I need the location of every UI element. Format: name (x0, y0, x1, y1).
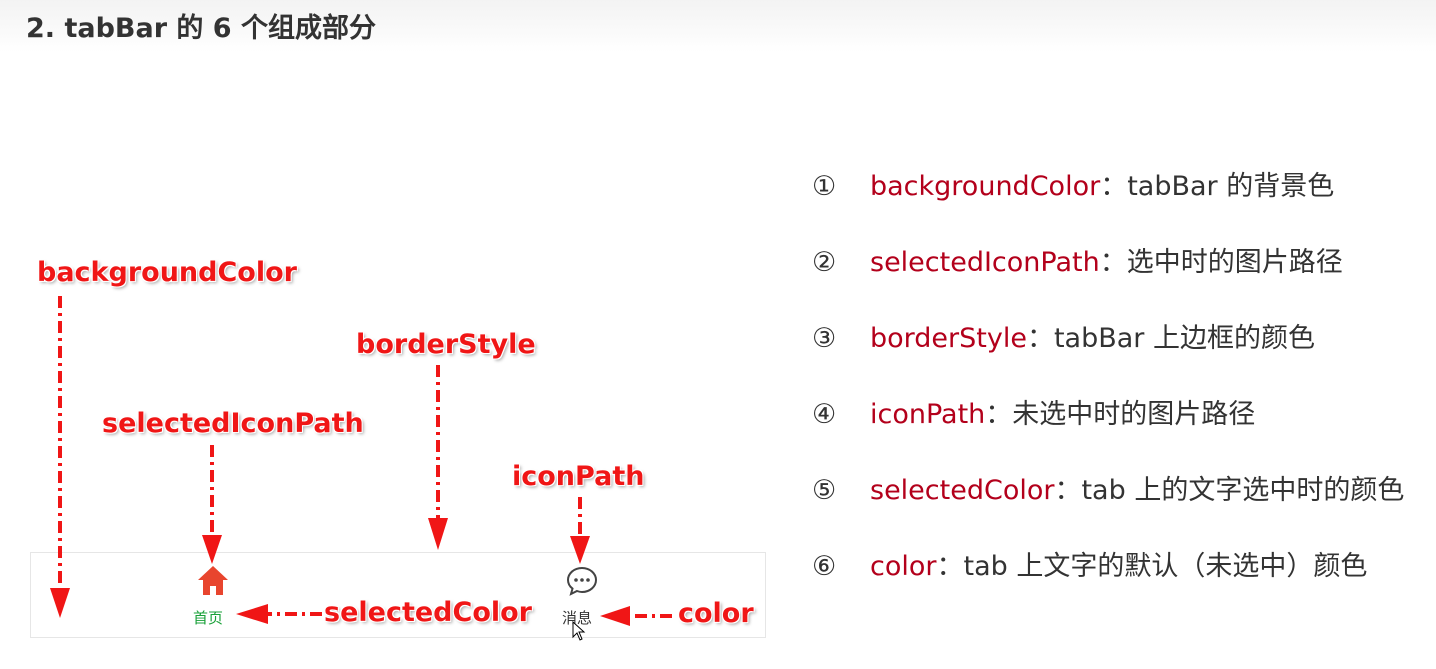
item-description: 未选中时的图片路径 (1012, 399, 1256, 430)
item-number: ① (812, 171, 837, 202)
item-description: tabBar 的背景色 (1127, 171, 1335, 202)
tabbar-preview (30, 552, 766, 638)
label-selected-color: selectedColor (324, 597, 532, 628)
item-property: selectedIconPath (870, 247, 1100, 278)
tab-home-label[interactable]: 首页 (193, 609, 224, 627)
item-separator: ： (1054, 475, 1082, 506)
item-description: tabBar 上边框的颜色 (1053, 323, 1315, 354)
item-property: selectedColor (870, 475, 1055, 506)
label-background-color: backgroundColor (37, 257, 297, 288)
item-separator: ： (1100, 171, 1128, 202)
chat-bubble-icon (566, 566, 598, 596)
item-number: ④ (812, 399, 837, 430)
item-property: iconPath (870, 399, 986, 430)
item-number: ⑥ (812, 551, 837, 582)
list-item: ④ iconPath：未选中时的图片路径 (812, 392, 1255, 431)
item-separator: ： (985, 399, 1013, 430)
page-title: 2. tabBar 的 6 个组成部分 (26, 13, 376, 44)
label-icon-path: iconPath (512, 461, 645, 492)
item-number: ② (812, 247, 837, 278)
list-item: ⑤ selectedColor：tab 上的文字选中时的颜色 (812, 468, 1404, 507)
list-item: ③ borderStyle：tabBar 上边框的颜色 (812, 316, 1315, 355)
item-number: ⑤ (812, 475, 837, 506)
list-item: ② selectedIconPath：选中时的图片路径 (812, 240, 1343, 279)
item-separator: ： (1099, 247, 1127, 278)
item-separator: ： (1026, 323, 1054, 354)
item-separator: ： (936, 551, 964, 582)
header-bar: 2. tabBar 的 6 个组成部分 (0, 0, 1436, 52)
mouse-cursor-icon (572, 621, 586, 641)
item-property: color (870, 551, 937, 582)
home-icon (198, 566, 228, 595)
item-description: tab 上文字的默认（未选中）颜色 (963, 551, 1368, 582)
item-description: 选中时的图片路径 (1126, 247, 1343, 278)
label-color: color (678, 598, 754, 629)
item-description: tab 上的文字选中时的颜色 (1081, 475, 1405, 506)
tab-message-label[interactable]: 消息 (562, 609, 593, 627)
label-selected-icon-path: selectedIconPath (102, 408, 364, 439)
list-item: ① backgroundColor：tabBar 的背景色 (812, 164, 1334, 203)
list-item: ⑥ color：tab 上文字的默认（未选中）颜色 (812, 544, 1367, 583)
item-property: borderStyle (870, 323, 1027, 354)
label-border-style: borderStyle (356, 329, 536, 360)
item-number: ③ (812, 323, 837, 354)
item-property: backgroundColor (870, 171, 1101, 202)
